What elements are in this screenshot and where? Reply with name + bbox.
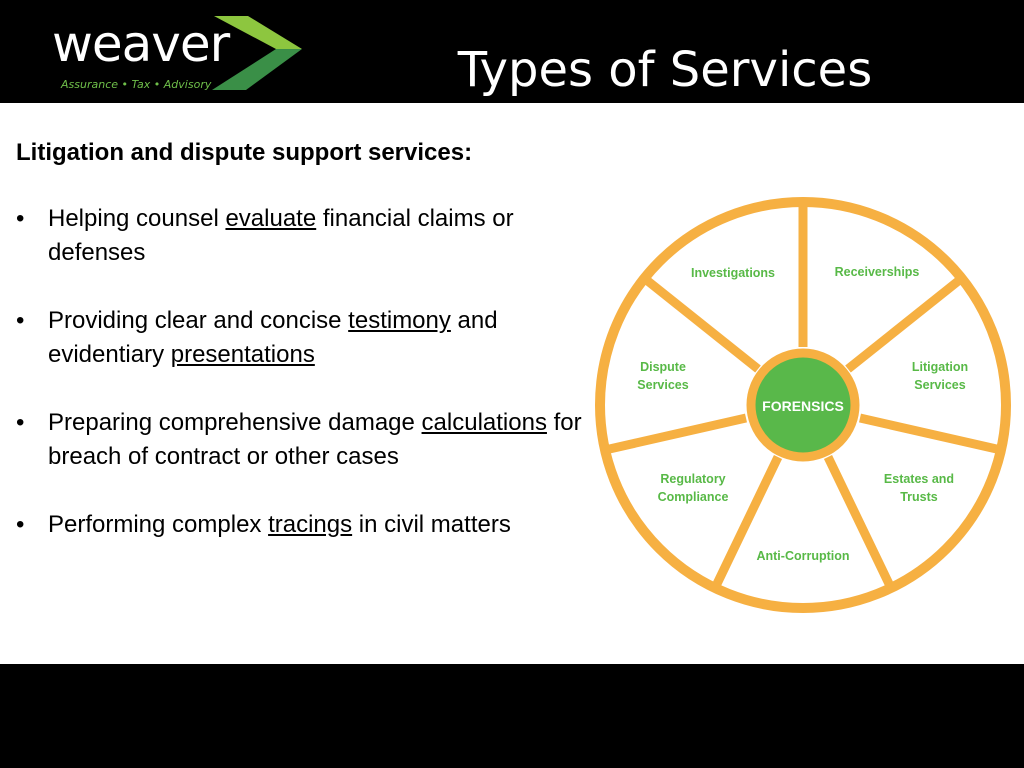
underlined-term: tracings: [268, 511, 353, 538]
bullet-text: Helping counsel: [48, 205, 226, 232]
content-area: Litigation and dispute support services:…: [16, 136, 616, 576]
bullet-text: Performing complex: [48, 511, 269, 538]
segment-label-regulatory: Regulatory: [660, 472, 725, 486]
bullet-text: and evidentiary: [48, 307, 498, 368]
segment-label-estates: Estates and: [884, 472, 954, 486]
section-heading: Litigation and dispute support services:: [16, 139, 473, 166]
bullet-text: financial claims or defenses: [48, 205, 514, 266]
logo-tagline: Assurance • Tax • Advisory: [61, 78, 212, 91]
page-title: Types of Services: [457, 42, 873, 98]
segment-label-investigations: Investigations: [691, 266, 775, 280]
spoke: [641, 274, 761, 373]
bullet-item: • Helping counsel evaluate financial cla…: [16, 202, 616, 270]
segment-label-dispute-2: Services: [637, 378, 688, 392]
underlined-term: testimony: [348, 307, 451, 334]
spoke: [859, 413, 1002, 455]
bullet-text: in civil matters: [352, 511, 511, 538]
spoke: [604, 413, 747, 455]
footer-bar: [0, 664, 1024, 768]
spoke: [823, 455, 896, 590]
chevron-arrow-icon: [212, 16, 302, 90]
logo-wordmark: weaver: [52, 15, 230, 73]
bullet-dot-icon: •: [16, 511, 25, 538]
bullet-list: • Helping counsel evaluate financial cla…: [16, 202, 616, 542]
wheel-spokes: [604, 202, 1002, 590]
segment-label-litigation: Litigation: [912, 360, 968, 374]
spoke: [845, 274, 965, 373]
bullet-dot-icon: •: [16, 205, 25, 232]
center-label: FORENSICS: [762, 398, 844, 414]
bullet-item: • Providing clear and concise testimony …: [16, 304, 616, 372]
bullet-text: Providing clear and concise: [48, 307, 349, 334]
bullet-item: • Preparing comprehensive damage calcula…: [16, 406, 616, 474]
underlined-term: calculations: [421, 409, 547, 436]
weaver-logo: weaver Assurance • Tax • Advisory: [50, 14, 310, 96]
bullet-item: • Performing complex tracings in civil m…: [16, 508, 616, 542]
header-bar: weaver Assurance • Tax • Advisory Types …: [0, 0, 1024, 103]
segment-label-estates-2: Trusts: [900, 490, 938, 504]
bullet-text: Preparing comprehensive damage: [48, 409, 422, 436]
segment-label-receiverships: Receiverships: [835, 265, 920, 279]
segment-label-dispute: Dispute: [640, 360, 686, 374]
underlined-term: presentations: [170, 341, 315, 368]
segment-label-anti-corruption: Anti-Corruption: [756, 549, 849, 563]
bullet-dot-icon: •: [16, 307, 25, 334]
underlined-term: evaluate: [225, 205, 317, 232]
bullet-text: for breach of contract or other cases: [48, 409, 582, 470]
center-hub: [746, 348, 860, 462]
bullet-dot-icon: •: [16, 409, 25, 436]
forensics-wheel-diagram: FORENSICS Investigations Receiverships L…: [595, 197, 1011, 613]
segment-label-litigation-2: Services: [914, 378, 965, 392]
segment-label-regulatory-2: Compliance: [658, 490, 729, 504]
spoke: [710, 455, 783, 590]
